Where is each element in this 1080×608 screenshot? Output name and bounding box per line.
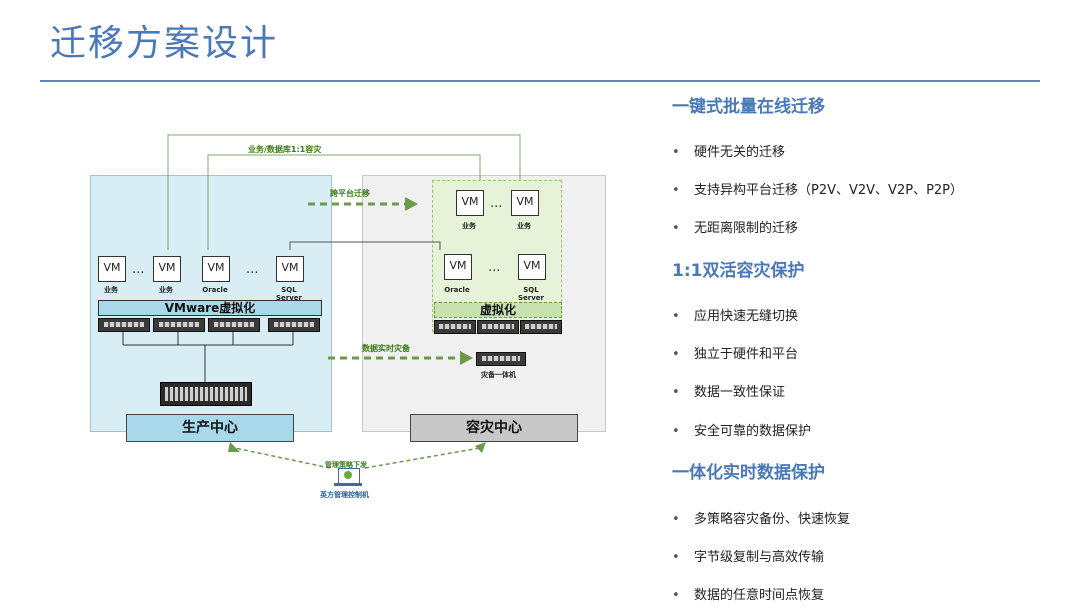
connector-lines (122, 134, 521, 469)
policy-label: 管理策略下发 (325, 461, 367, 469)
list-item: •应用快速无缝切换 (672, 309, 799, 324)
storage-array-icon (160, 382, 252, 406)
server-icon (98, 318, 150, 332)
page-title: 迁移方案设计 (50, 23, 279, 64)
vm-caption: SQL Server (275, 286, 302, 302)
cross-platform-label: 跨平台迁移 (330, 189, 370, 198)
vm-icon: VM (202, 256, 230, 282)
vm-caption: 业务 (104, 286, 118, 294)
list-item: •数据的任意时间点恢复 (672, 588, 825, 603)
vm-caption: Oracle (444, 286, 470, 294)
vm-icon: VM (456, 190, 484, 216)
top-link-label: 业务/数据库1:1容灾 (248, 145, 322, 154)
vmware-layer: VMware虚拟化 (98, 300, 322, 316)
console-label: 英方管理控制机 (320, 491, 369, 499)
list-item: •多策略容灾备份、快速恢复 (672, 512, 851, 527)
laptop-base (334, 483, 362, 486)
server-icon (268, 318, 320, 332)
ellipsis: ... (488, 260, 501, 275)
list-item: •安全可靠的数据保护 (672, 424, 812, 439)
list-item: •支持异构平台迁移（P2V、V2V、V2P、P2P） (672, 183, 964, 198)
vm-caption: SQL Server (517, 286, 544, 302)
list-item: •无距离限制的迁移 (672, 221, 799, 236)
vm-icon: VM (98, 256, 126, 282)
section-title: 一体化实时数据保护 (672, 463, 825, 483)
server-icon (153, 318, 205, 332)
production-center-label: 生产中心 (126, 414, 294, 442)
logo-icon (344, 471, 352, 479)
vm-icon: VM (518, 254, 546, 280)
migration-diagram: 业务/数据库1:1容灾 跨平台迁移 数据实时灾备 VM ... VM 业务 业务… (80, 130, 620, 520)
ellipsis: ... (246, 262, 259, 277)
server-icon (434, 320, 476, 334)
dr-appliance-icon (476, 352, 526, 366)
server-icon (208, 318, 260, 332)
vm-icon: VM (444, 254, 472, 280)
list-item: •独立于硬件和平台 (672, 347, 799, 362)
vm-caption: 业务 (159, 286, 173, 294)
list-item: •字节级复制与高效传输 (672, 550, 825, 565)
vm-icon: VM (276, 256, 304, 282)
ellipsis: ... (132, 262, 145, 277)
vm-caption: 业务 (462, 222, 476, 230)
dr-center-label: 容灾中心 (410, 414, 578, 442)
section-title: 1:1双活容灾保护 (672, 261, 805, 281)
server-icon (520, 320, 562, 334)
vm-caption: 业务 (517, 222, 531, 230)
list-item: •数据一致性保证 (672, 385, 786, 400)
title-divider (40, 80, 1040, 82)
dr-appliance-label: 灾备一体机 (481, 371, 516, 379)
vm-icon: VM (511, 190, 539, 216)
realtime-dr-label: 数据实时灾备 (362, 344, 410, 353)
list-item: •硬件无关的迁移 (672, 145, 786, 160)
virtualization-layer: 虚拟化 (434, 302, 562, 318)
vm-caption: Oracle (202, 286, 228, 294)
vm-icon: VM (153, 256, 181, 282)
section-title: 一键式批量在线迁移 (672, 97, 825, 117)
ellipsis: ... (490, 196, 503, 211)
server-icon (477, 320, 519, 334)
